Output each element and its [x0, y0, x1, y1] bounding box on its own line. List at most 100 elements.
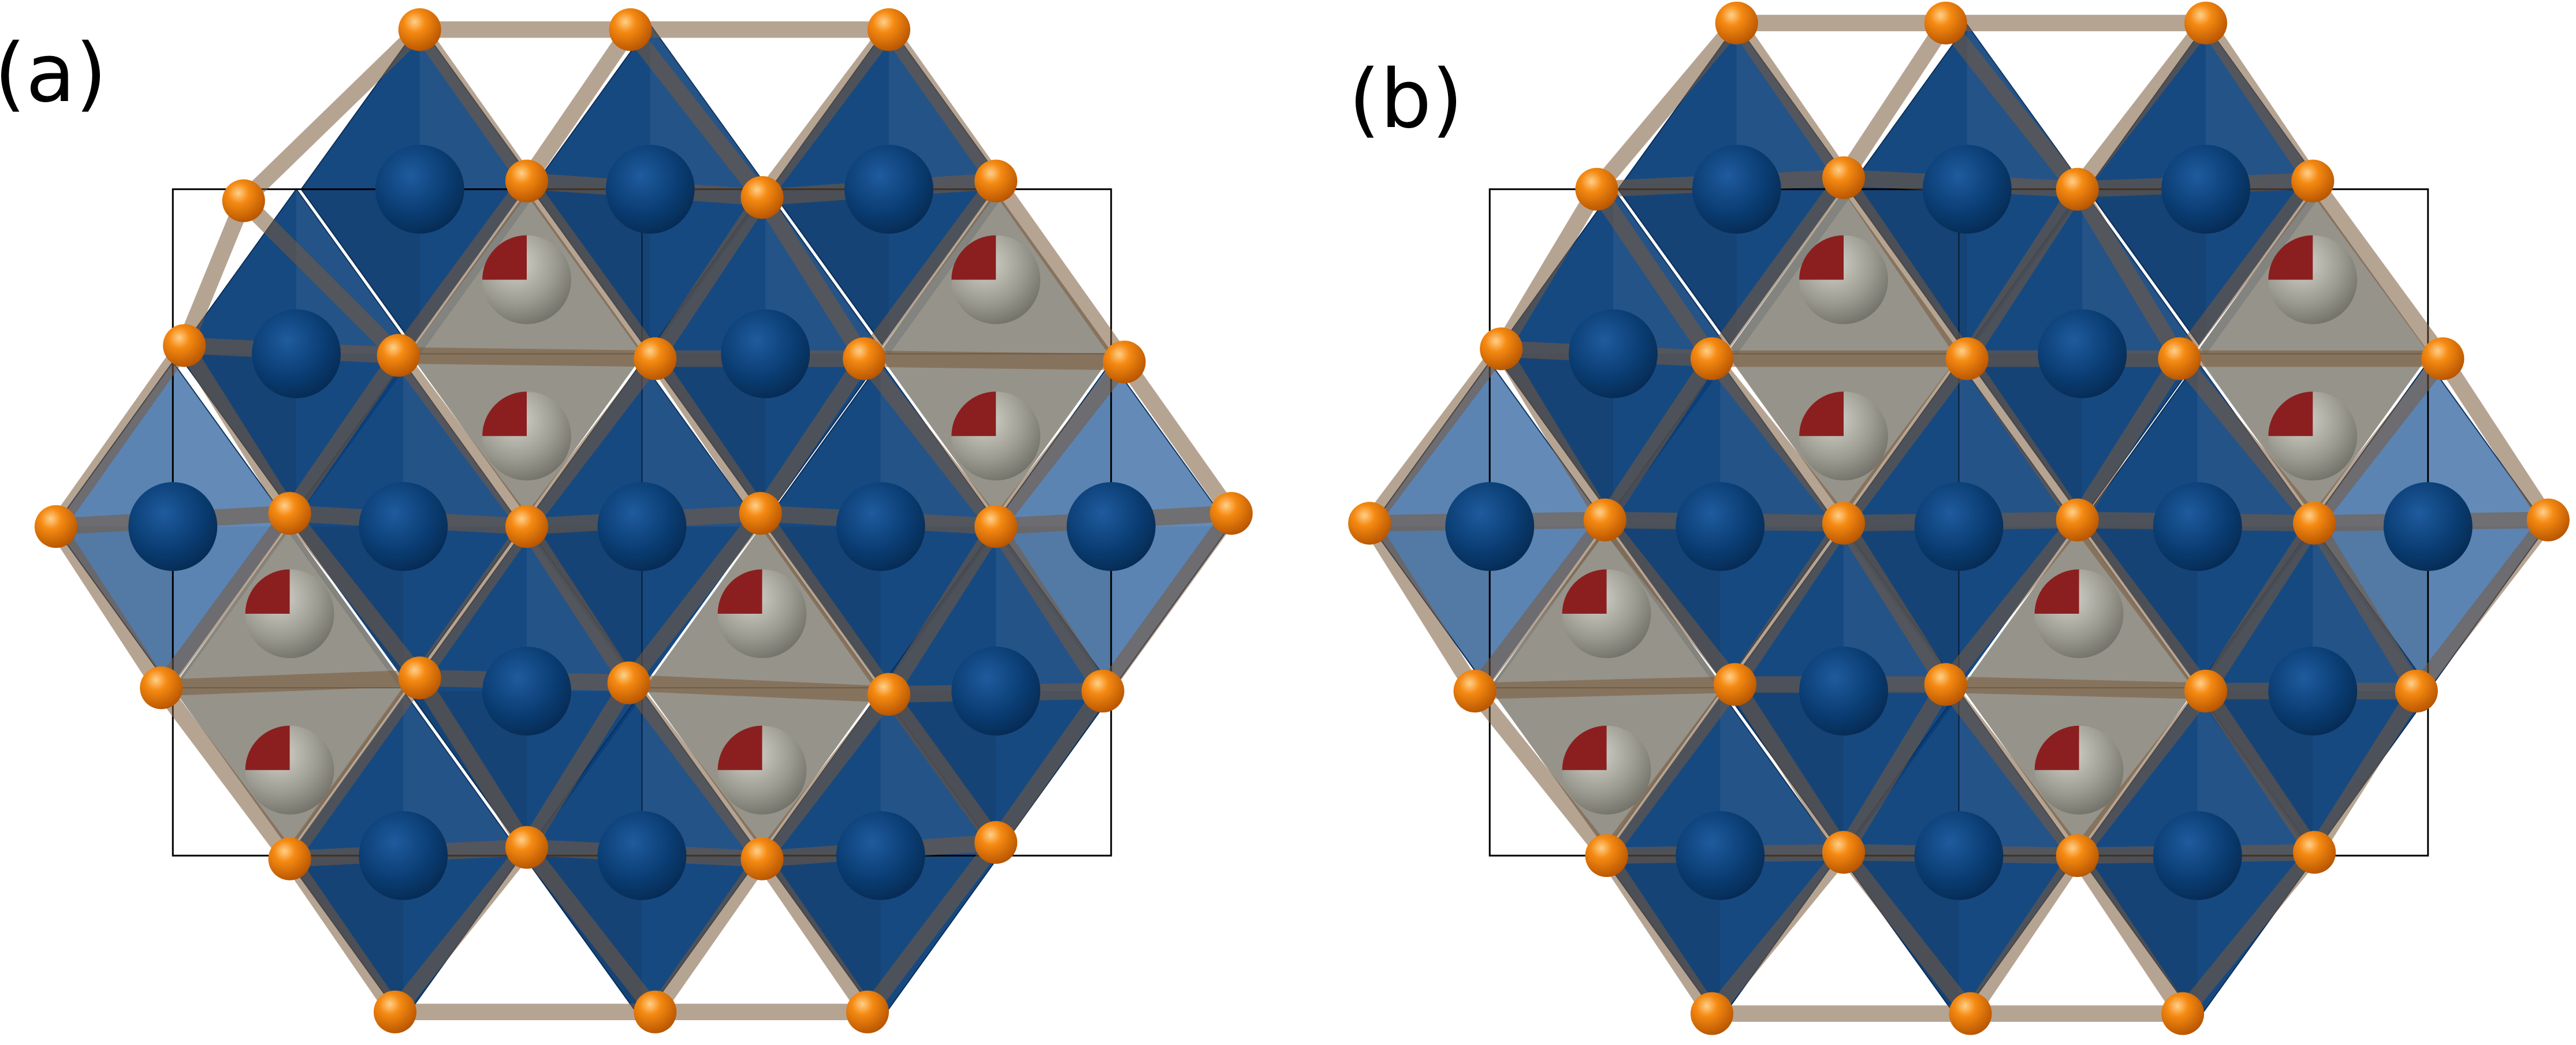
atom-blue: [951, 647, 1041, 736]
atom-blue: [1676, 811, 1765, 900]
atom-orange: [1949, 992, 1992, 1035]
bond: [2071, 515, 2213, 696]
atom-orange: [1822, 156, 1866, 199]
bond: [622, 508, 767, 688]
bond: [1363, 518, 1482, 696]
atom-blue: [2153, 482, 2242, 571]
bond: [1705, 847, 1851, 1019]
octahedron-facet: [301, 189, 420, 354]
bond: [282, 854, 402, 1017]
octahedron-facet: [770, 189, 889, 354]
bond: [754, 508, 896, 699]
octahedron-facet: [642, 362, 761, 527]
bond: [520, 176, 662, 364]
atom-blue: [597, 482, 687, 571]
atom-red-sector: [1562, 569, 1607, 614]
atom-orange: [2184, 669, 2228, 713]
bond: [1117, 357, 1238, 518]
atom-orange: [1103, 340, 1146, 384]
bond: [2070, 851, 2190, 1018]
atom-red-sector: [245, 725, 290, 770]
atom-orange: [607, 661, 650, 704]
bond: [283, 673, 427, 864]
bond: [49, 341, 191, 532]
bond: [989, 176, 1131, 367]
atom-orange: [2395, 669, 2438, 713]
atom-orange: [2421, 337, 2465, 380]
atom-blue: [597, 811, 687, 900]
atom-blue: [605, 144, 695, 234]
bond: [1599, 851, 1719, 1018]
bond: [1096, 508, 1238, 696]
bond: [1945, 676, 2206, 700]
bond: [628, 674, 889, 703]
bond: [1598, 354, 1719, 525]
bond: [2307, 518, 2424, 696]
bond: [392, 176, 534, 361]
atom-orange: [2056, 498, 2099, 542]
atom-blue: [721, 309, 810, 398]
atom-orange: [34, 505, 77, 548]
bond: [392, 350, 534, 532]
octahedron-facet: [523, 856, 642, 1020]
atom-blue: [359, 482, 448, 571]
bond: [1730, 18, 1851, 182]
bond: [177, 341, 297, 518]
bond: [1494, 344, 1612, 524]
bond: [177, 197, 251, 349]
atom-orange: [1822, 831, 1866, 874]
bond: [2071, 18, 2213, 195]
bond: [1494, 185, 1604, 353]
atom-blue: [1799, 647, 1888, 736]
atom-orange: [634, 990, 677, 1033]
atom-blue: [1676, 482, 1765, 571]
atom-orange: [1209, 492, 1253, 535]
bond: [882, 689, 1003, 848]
bond: [755, 689, 896, 864]
atom-orange: [740, 176, 784, 219]
bond: [1705, 353, 1851, 529]
bond: [1475, 676, 1736, 700]
atom-orange: [2161, 992, 2205, 1035]
atom-orange: [377, 334, 420, 377]
atom-blue: [252, 309, 341, 398]
bond: [1963, 851, 2084, 1018]
bond: [2307, 686, 2424, 857]
bond: [1837, 173, 1974, 364]
bond: [237, 24, 426, 207]
atom-orange: [740, 837, 784, 880]
bond: [2436, 354, 2555, 525]
atom-red-sector: [2268, 391, 2313, 436]
bond: [1468, 686, 1613, 861]
bond: [1939, 514, 2084, 690]
bond: [161, 669, 420, 696]
octahedron-facet: [173, 362, 292, 527]
atom-orange: [634, 337, 677, 380]
atom-blue: [844, 144, 933, 234]
atom-orange: [1924, 663, 1967, 706]
bond: [154, 682, 297, 864]
atom-red-sector: [245, 569, 290, 614]
atom-orange: [268, 492, 311, 535]
atom-orange: [398, 8, 441, 51]
bond: [520, 522, 636, 688]
octahedron-facet: [765, 189, 884, 354]
panel-b-label: (b): [1349, 53, 1463, 147]
atom-orange: [1822, 502, 1866, 545]
atom-orange: [974, 505, 1018, 548]
bond: [282, 350, 405, 518]
bond: [2199, 686, 2321, 857]
bond: [1836, 518, 1953, 689]
bond: [648, 354, 768, 518]
atom-blue: [1914, 482, 2004, 571]
atom-red-sector: [2268, 235, 2313, 280]
atom-orange: [1585, 834, 1628, 878]
bond: [1837, 847, 1977, 1019]
atom-orange: [1924, 1, 1967, 44]
bond: [1837, 353, 1974, 528]
bond: [2199, 518, 2322, 696]
bond: [2199, 18, 2320, 186]
atom-orange: [505, 826, 549, 869]
atom-orange: [867, 673, 911, 716]
